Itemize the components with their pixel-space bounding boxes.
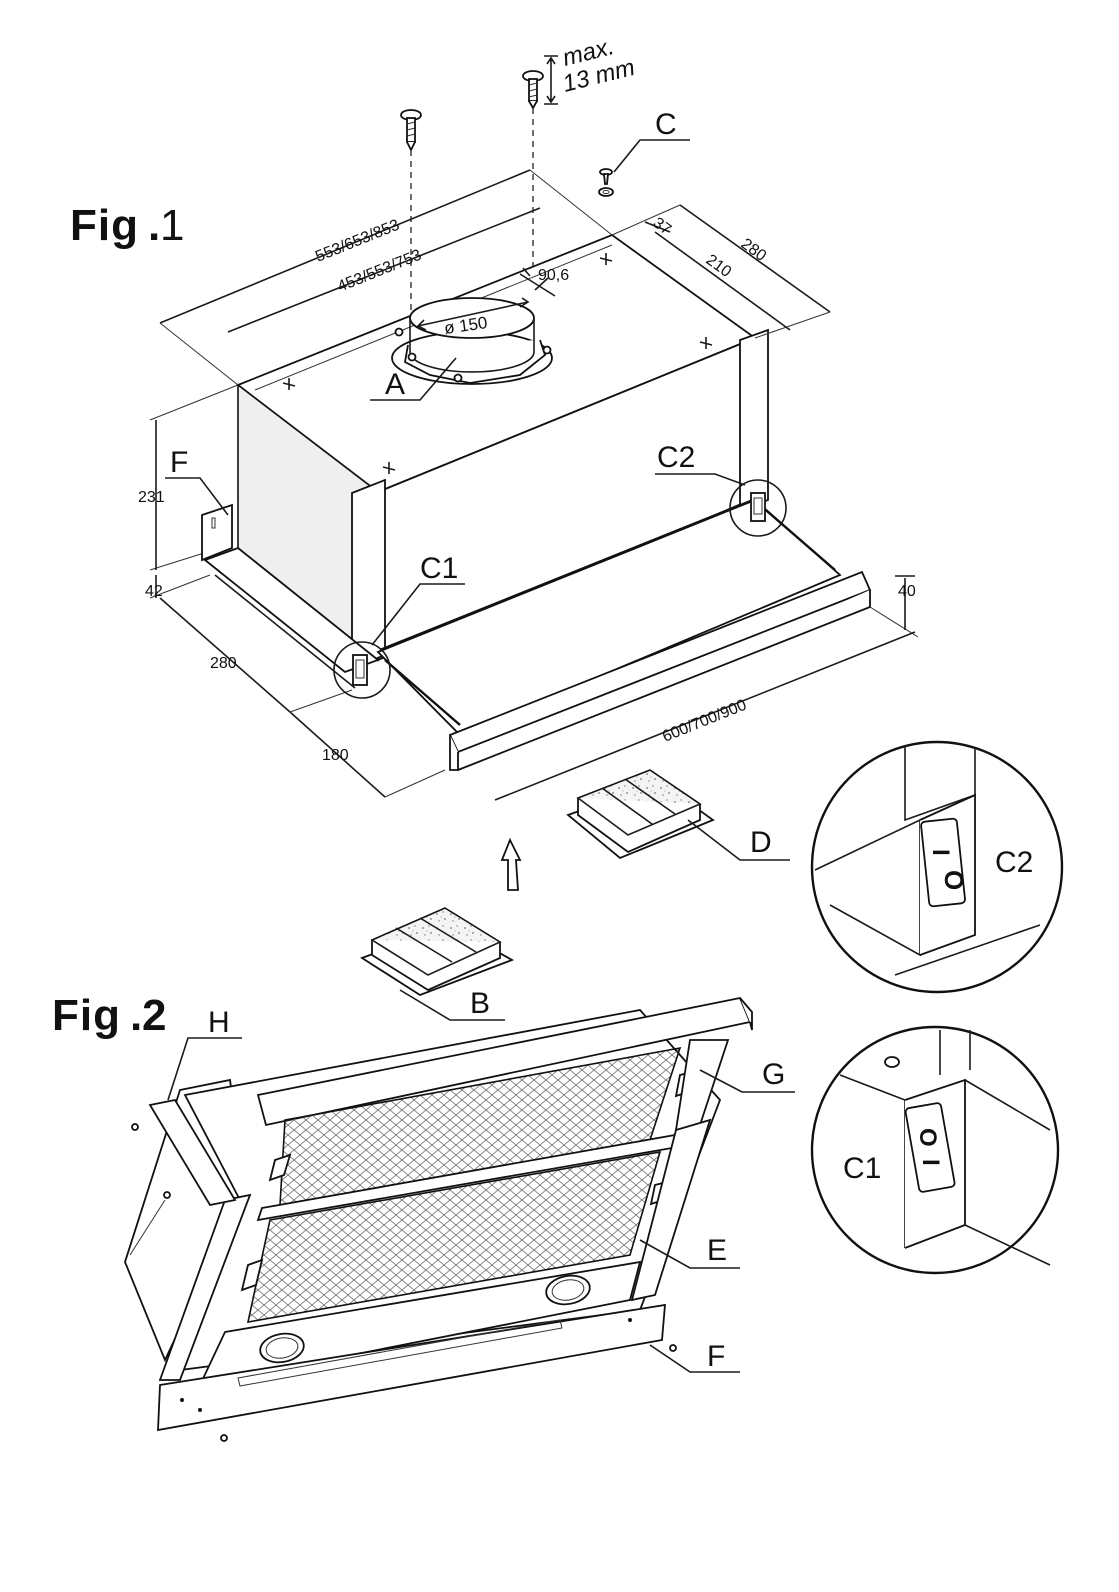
fig2-title: Fig . 2 <box>52 991 167 1040</box>
screw-left-icon <box>401 110 421 150</box>
callout-c-leader <box>614 140 690 172</box>
callout-f-top: F <box>170 446 188 479</box>
callout-h: H <box>208 1006 230 1039</box>
duct-collar <box>392 298 552 384</box>
zoom-label-c1: C1 <box>843 1152 881 1185</box>
callout-d-leader <box>688 820 790 860</box>
arrow-up-icon <box>502 840 520 890</box>
fig1-title: Fig . 1 <box>70 201 184 250</box>
fig1-number: 1 <box>160 201 184 250</box>
screw-c-icon <box>599 169 613 196</box>
hood-fig2 <box>125 998 752 1430</box>
zoom-c2-symbol-on: I <box>927 849 954 856</box>
dim-offset-906: 90,6 <box>538 267 569 284</box>
zoom-c2-symbol-off: O <box>939 870 969 890</box>
callout-d: D <box>750 826 772 859</box>
dim-depth-210: 210 <box>703 251 735 281</box>
filter-b <box>362 908 512 995</box>
dim-front-width: 600/700/900 <box>660 697 749 746</box>
filter-d <box>568 770 713 858</box>
dim-depth-280-top: 280 <box>738 235 770 265</box>
dim-height-231: 231 <box>138 489 165 506</box>
fig2-prefix: Fig <box>52 991 121 1040</box>
dim-front-40: 40 <box>898 583 916 600</box>
callout-c2: C2 <box>657 441 695 474</box>
callout-c1: C1 <box>420 552 458 585</box>
fig2-number: 2 <box>142 991 167 1040</box>
screw-right-icon <box>523 71 543 108</box>
dim-depth-280-side: 280 <box>210 655 237 672</box>
zoom-c1-symbol-off: O <box>914 1128 941 1147</box>
dim-offset-37: 37 <box>650 214 674 238</box>
screw-length-note: max. 13 mm <box>544 33 638 104</box>
callout-b: B <box>470 987 490 1020</box>
zoom-c1: O I <box>812 1027 1058 1273</box>
callout-e: E <box>707 1234 727 1267</box>
fig1-prefix: Fig <box>70 201 139 250</box>
dim-depth-180: 180 <box>322 747 349 764</box>
callout-c: C <box>655 108 677 141</box>
callout-f-bottom: F <box>707 1340 725 1373</box>
callout-g: G <box>762 1058 785 1091</box>
zoom-c1-symbol-on: I <box>917 1159 944 1166</box>
callout-a: A <box>385 368 405 401</box>
callout-f-bottom-leader <box>650 1345 740 1372</box>
zoom-label-c2: C2 <box>995 846 1033 879</box>
dim-height-42: 42 <box>145 583 163 600</box>
